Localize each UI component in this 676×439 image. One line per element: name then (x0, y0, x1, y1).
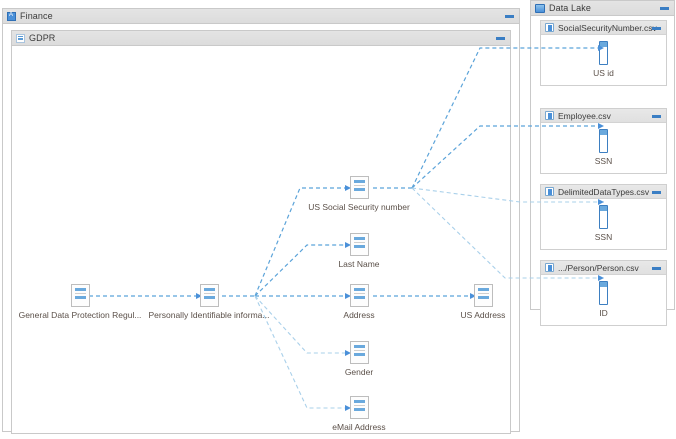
data-lake-panel-header[interactable]: Data Lake (531, 1, 674, 16)
csv-card-title: .../Person/Person.csv (558, 262, 639, 273)
term-document-icon (199, 284, 219, 307)
column-label: US id (593, 68, 614, 78)
csv-minimize-button[interactable] (652, 27, 661, 30)
node-label: US Social Security number (308, 202, 410, 212)
data-lake-icon (535, 3, 545, 13)
data-lake-panel-title: Data Lake (549, 3, 591, 13)
finance-panel-header[interactable]: Finance (3, 9, 519, 24)
column-icon (599, 129, 608, 153)
csv-file-icon (545, 187, 554, 196)
csv-card-delimiteddatatypes[interactable]: DelimitedDataTypes.csv SSN (540, 184, 667, 250)
node-last-name[interactable]: Last Name (314, 233, 404, 269)
csv-card-body: US id (541, 35, 666, 85)
finance-panel-title: Finance (20, 11, 53, 21)
csv-card-body: SSN (541, 123, 666, 173)
csv-card-body: ID (541, 275, 666, 325)
node-us-address[interactable]: US Address (438, 284, 528, 320)
column-node[interactable]: ID (541, 281, 666, 318)
gdpr-panel-body (12, 46, 510, 433)
node-label: General Data Protection Regul... (18, 310, 142, 320)
node-general-data-protection-regulation[interactable]: General Data Protection Regul... (10, 284, 150, 320)
term-document-icon (349, 233, 369, 256)
csv-card-title: Employee.csv (558, 110, 611, 121)
application-icon (7, 11, 16, 21)
finance-panel-body: GDPR (3, 24, 519, 434)
node-label: Gender (344, 367, 374, 377)
csv-minimize-button[interactable] (652, 267, 661, 270)
csv-minimize-button[interactable] (652, 191, 661, 194)
csv-card-person[interactable]: .../Person/Person.csv ID (540, 260, 667, 326)
node-label: eMail Address (332, 422, 386, 432)
column-label: ID (599, 308, 608, 318)
node-email-address[interactable]: eMail Address (314, 396, 404, 432)
column-node[interactable]: SSN (541, 205, 666, 242)
column-node[interactable]: US id (541, 41, 666, 78)
node-label: US Address (460, 310, 506, 320)
node-address[interactable]: Address (314, 284, 404, 320)
csv-file-icon (545, 111, 554, 120)
csv-card-title: DelimitedDataTypes.csv (558, 186, 650, 197)
column-icon (599, 41, 608, 65)
finance-panel[interactable]: Finance GDPR (2, 8, 520, 434)
node-personally-identifiable-information[interactable]: Personally Identifiable informa... (139, 284, 279, 320)
node-label: Address (343, 310, 375, 320)
gdpr-panel-title: GDPR (29, 33, 56, 43)
gdpr-panel[interactable]: GDPR (11, 30, 511, 434)
glossary-icon (16, 33, 25, 43)
csv-card-header[interactable]: SocialSecurityNumber.csv (541, 21, 666, 35)
gdpr-minimize-button[interactable] (496, 37, 505, 40)
csv-card-header[interactable]: Employee.csv (541, 109, 666, 123)
csv-card-header[interactable]: .../Person/Person.csv (541, 261, 666, 275)
column-label: SSN (594, 156, 613, 166)
column-label: SSN (594, 232, 613, 242)
csv-card-body: SSN (541, 199, 666, 249)
csv-card-title: SocialSecurityNumber.csv (558, 22, 657, 33)
term-document-icon (349, 284, 369, 307)
node-label: Personally Identifiable informa... (148, 310, 270, 320)
csv-file-icon (545, 263, 554, 272)
csv-card-header[interactable]: DelimitedDataTypes.csv (541, 185, 666, 199)
csv-card-employee[interactable]: Employee.csv SSN (540, 108, 667, 174)
column-icon (599, 205, 608, 229)
column-icon (599, 281, 608, 305)
data-lake-panel-body: SocialSecurityNumber.csv US id Employee.… (531, 16, 674, 326)
term-document-icon (349, 176, 369, 199)
csv-minimize-button[interactable] (652, 115, 661, 118)
finance-minimize-button[interactable] (505, 15, 514, 18)
csv-file-icon (545, 23, 554, 32)
node-gender[interactable]: Gender (314, 341, 404, 377)
term-document-icon (473, 284, 493, 307)
node-label: Last Name (338, 259, 380, 269)
data-lake-minimize-button[interactable] (660, 7, 669, 10)
term-document-icon (349, 396, 369, 419)
column-node[interactable]: SSN (541, 129, 666, 166)
node-us-social-security-number[interactable]: US Social Security number (294, 176, 424, 212)
data-lake-panel[interactable]: Data Lake SocialSecurityNumber.csv US id… (530, 0, 675, 326)
csv-card-socialsecuritynumber[interactable]: SocialSecurityNumber.csv US id (540, 20, 667, 86)
gdpr-panel-header[interactable]: GDPR (12, 31, 510, 46)
term-document-icon (349, 341, 369, 364)
term-document-icon (70, 284, 90, 307)
